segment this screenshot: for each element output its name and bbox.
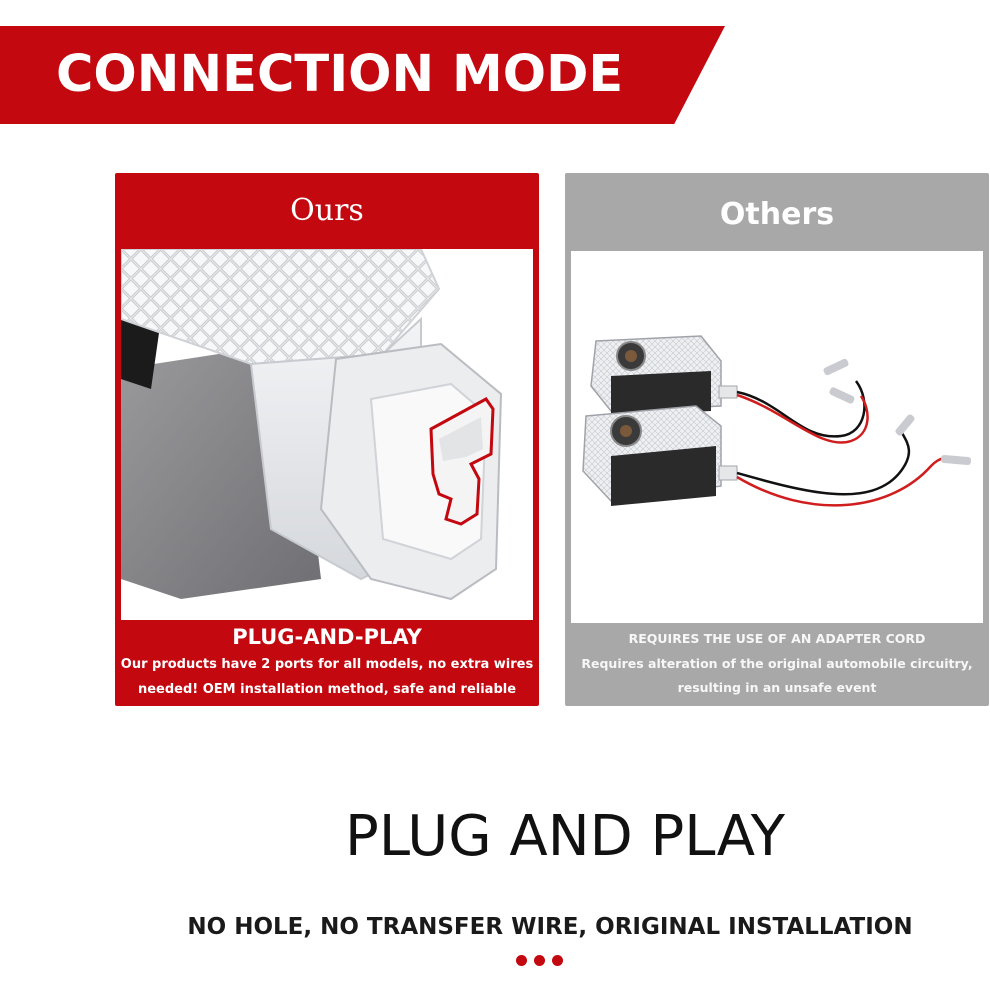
others-description-line2: resulting in an unsafe event — [677, 680, 877, 695]
ours-description-line1: Our products have 2 ports for all models… — [120, 657, 534, 672]
dot-icon — [534, 955, 545, 966]
ours-description-line2: needed! OEM installation method, safe an… — [137, 682, 517, 697]
dot-icon — [552, 955, 563, 966]
wired-lamps-photo — [571, 251, 983, 623]
dot-icon — [516, 955, 527, 966]
connector-closeup-photo — [121, 249, 533, 620]
title-banner — [0, 26, 725, 124]
others-panel: Others — [565, 173, 989, 706]
others-description-line1: Requires alteration of the original auto… — [581, 656, 973, 671]
installation-tagline: NO HOLE, NO TRANSFER WIRE, ORIGINAL INST… — [187, 914, 913, 940]
plug-and-play-title: PLUG AND PLAY — [345, 804, 785, 869]
connector-illustration — [121, 249, 503, 601]
lamp-unit-1 — [590, 335, 738, 416]
lamp-unit-2 — [582, 405, 738, 506]
others-subtitle: REQUIRES THE USE OF AN ADAPTER CORD — [628, 631, 926, 646]
wired-lamps-illustration — [582, 335, 972, 507]
decorative-dots — [516, 955, 576, 967]
others-heading: Others — [719, 197, 835, 232]
ours-heading: Ours — [290, 193, 364, 228]
banner-title: CONNECTION MODE — [56, 45, 624, 104]
ours-subtitle: PLUG-AND-PLAY — [232, 625, 422, 649]
ours-panel: Ours — [115, 173, 539, 706]
